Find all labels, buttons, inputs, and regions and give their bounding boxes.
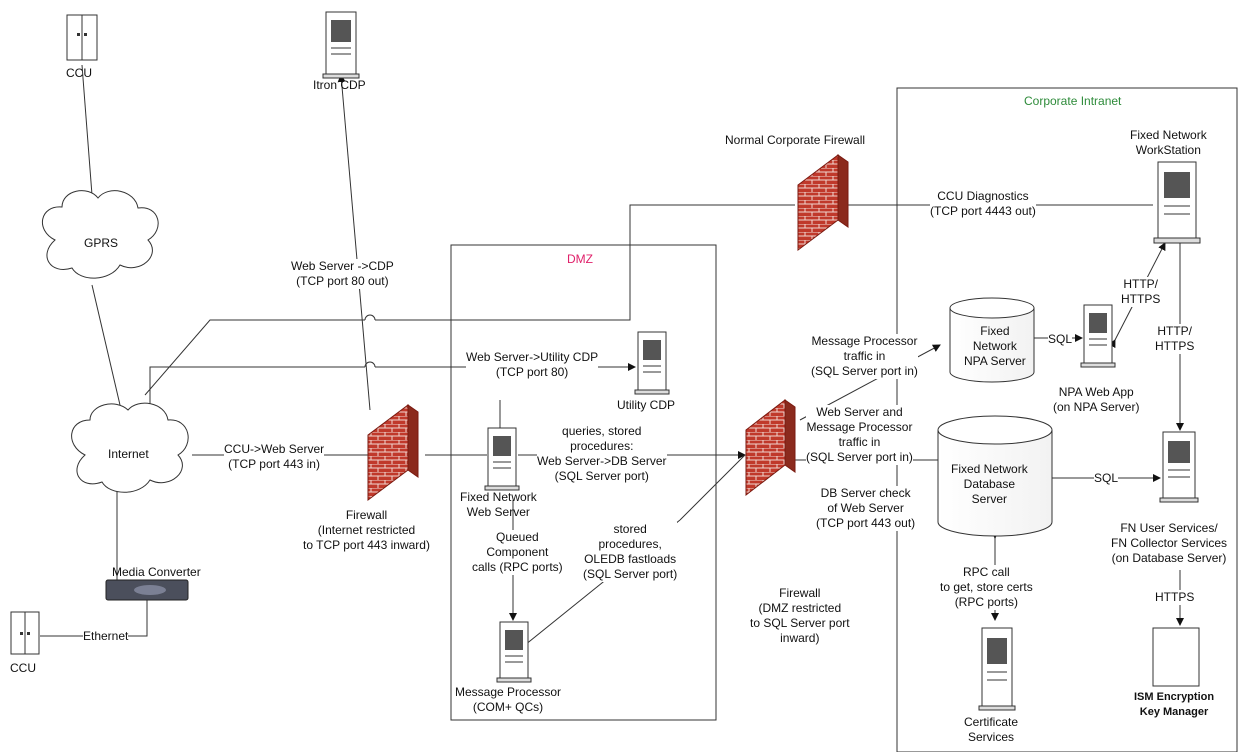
corporate-firewall-label: Normal Corporate Firewall	[725, 133, 865, 148]
corporate-intranet-label: Corporate Intranet	[1024, 94, 1121, 109]
ccu-bottom-label: CCU	[10, 661, 36, 676]
gprs-cloud	[42, 191, 158, 279]
web-server-icon	[485, 428, 519, 490]
workstation-server-icon	[1154, 162, 1200, 243]
gprs-label: GPRS	[84, 236, 118, 251]
itron-cdp-label: Itron CDP	[313, 78, 366, 93]
edge-http-npa-label: HTTP/HTTPS	[1121, 277, 1160, 307]
corporate-firewall-icon	[798, 155, 848, 250]
dmz-firewall-icon	[746, 400, 795, 495]
ism-key-manager-box	[1153, 628, 1199, 686]
message-processor-label: Message Processor(COM+ QCs)	[455, 685, 561, 715]
edge-ccu-diagnostics-label: CCU Diagnostics(TCP port 4443 out)	[930, 189, 1036, 219]
edge-ccu-to-web-label: CCU->Web Server(TCP port 443 in)	[224, 442, 324, 472]
media-converter-icon	[106, 580, 188, 600]
edge-web-to-cdp-label: Web Server ->CDP(TCP port 80 out)	[291, 259, 394, 289]
certificate-services-server-icon	[979, 628, 1015, 710]
utility-cdp-server-icon	[635, 332, 669, 394]
fn-user-services-server-icon	[1160, 432, 1198, 502]
edge-https-ism-label: HTTPS	[1155, 590, 1194, 605]
edge-http-fn-label: HTTP/HTTPS	[1155, 324, 1194, 354]
utility-cdp-label: Utility CDP	[617, 398, 675, 413]
edge-web-to-utility-cdp-label: Web Server->Utility CDP(TCP port 80)	[466, 350, 598, 380]
edge-sql-db-label: SQL	[1094, 471, 1118, 486]
itron-cdp-server-icon	[323, 12, 359, 78]
npa-web-app-server-icon	[1081, 305, 1115, 367]
edge-sql-npa-label: SQL	[1048, 332, 1072, 347]
ethernet-label: Ethernet	[83, 629, 128, 644]
internet-firewall-icon	[368, 405, 418, 500]
ccu-top-label: CCU	[66, 66, 92, 81]
message-processor-server-icon	[497, 622, 531, 682]
dmz-label: DMZ	[567, 252, 593, 267]
ccu-top-icon	[67, 15, 97, 60]
ccu-bottom-icon	[11, 612, 39, 654]
media-converter-label: Media Converter	[112, 565, 201, 580]
npa-web-app-label: NPA Web App(on NPA Server)	[1053, 385, 1139, 415]
fn-user-services-label: FN User Services/FN Collector Services(o…	[1111, 521, 1227, 566]
internet-label: Internet	[108, 447, 149, 462]
